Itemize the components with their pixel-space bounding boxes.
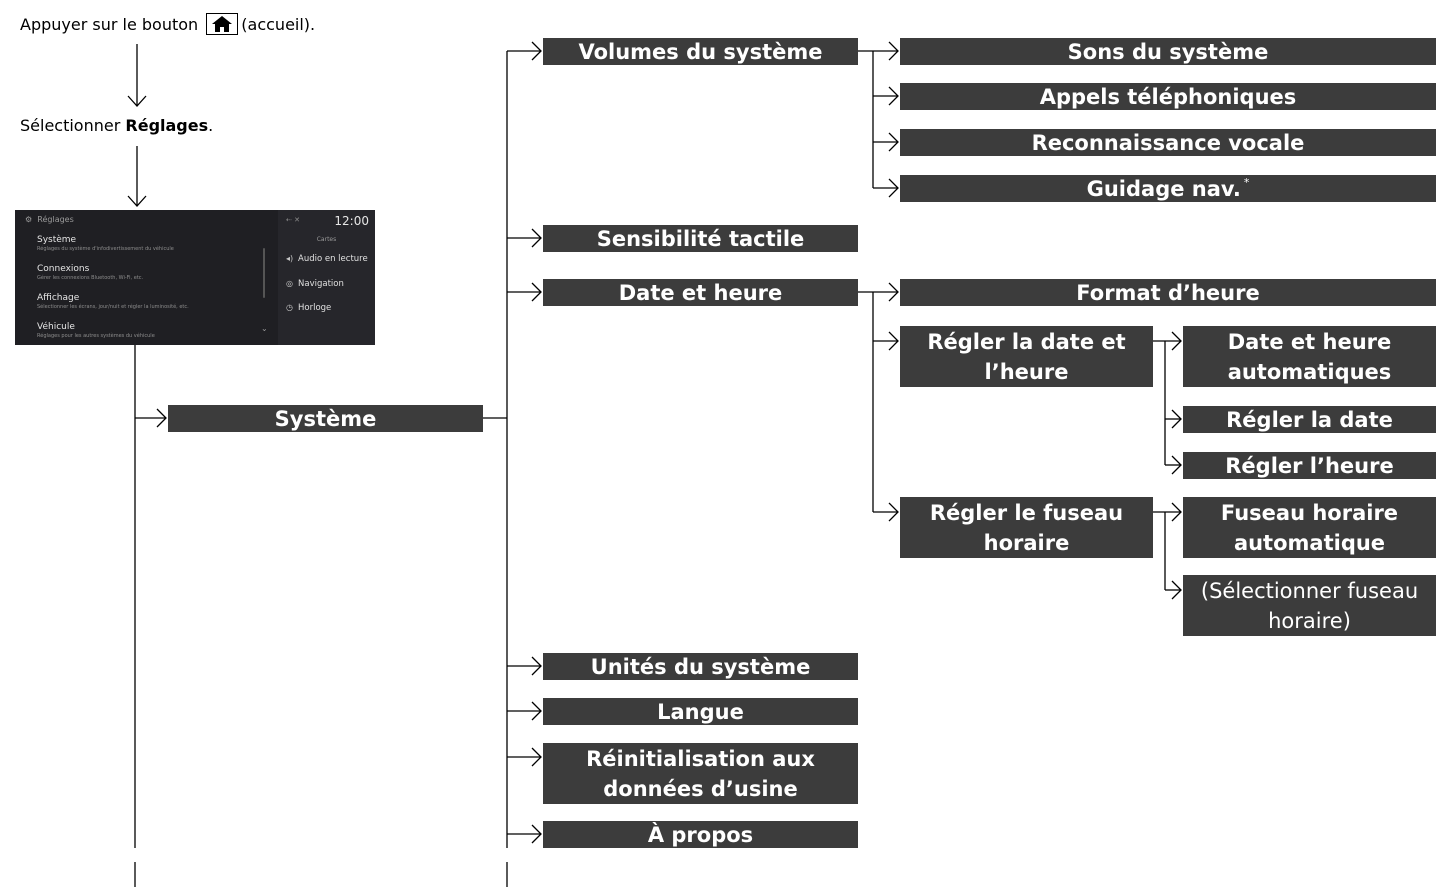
screen-item-vehicule: Véhicule Réglages pour les autres systèm… [37, 322, 155, 339]
screen-cartes-label: Cartes [316, 236, 337, 243]
node-sensibilite: Sensibilité tactile [543, 225, 858, 252]
step-settings-text: Sélectionner [20, 116, 126, 135]
node-format-heure: Format d’heure [900, 279, 1436, 306]
clock-icon: ◷ [286, 303, 293, 312]
node-apropos: À propos [543, 821, 858, 848]
node-langue: Langue [543, 698, 858, 725]
node-appels: Appels téléphoniques [900, 83, 1436, 110]
gear-icon: ⚙ [25, 215, 33, 224]
screen-item-affichage: Affichage Sélectionner les écrans, jour/… [37, 293, 189, 310]
step-settings: Sélectionner Réglages. [20, 116, 213, 136]
screen-clock: 12:00 [334, 214, 369, 228]
node-regler-heure: Régler l’heure [1183, 452, 1436, 479]
node-unites: Unités du système [543, 653, 858, 680]
screen-header: ⚙ Réglages [25, 215, 74, 224]
node-volumes: Volumes du système [543, 38, 858, 65]
node-systeme: Système [168, 405, 483, 432]
settings-screen-thumbnail: ⚙ Réglages Système Réglages du système d… [15, 210, 375, 345]
screen-horloge-item: ◷Horloge [286, 303, 332, 313]
step-home-suffix: (accueil). [241, 15, 316, 34]
speaker-icon: ◂) [286, 254, 294, 263]
screen-item-systeme: Système Réglages du système d'infodivert… [37, 235, 174, 252]
step-home: Appuyer sur le bouton (accueil). [20, 13, 316, 35]
footnote-mark: * [1243, 175, 1250, 189]
screen-navigation-item: ◎Navigation [286, 279, 344, 289]
screen-audio-item: ◂)Audio en lecture [286, 254, 368, 264]
node-sons: Sons du système [900, 38, 1436, 65]
node-date-heure: Date et heure [543, 279, 858, 306]
navigation-icon: ◎ [286, 279, 293, 288]
node-guidage: Guidage nav.* [900, 175, 1436, 202]
node-regler-date: Régler la date [1183, 406, 1436, 433]
status-icons: ⇠ ✕ [286, 216, 300, 224]
chevron-down-icon: ⌄ [261, 324, 268, 333]
node-reconnaissance: Reconnaissance vocale [900, 129, 1436, 156]
screen-scrollbar [263, 248, 265, 298]
step-home-text: Appuyer sur le bouton [20, 15, 199, 34]
home-icon [206, 13, 239, 35]
step-settings-suffix: . [208, 116, 214, 135]
screen-item-connexions: Connexions Gérer les connexions Bluetoot… [37, 264, 144, 281]
step-settings-bold: Réglages [125, 116, 209, 135]
